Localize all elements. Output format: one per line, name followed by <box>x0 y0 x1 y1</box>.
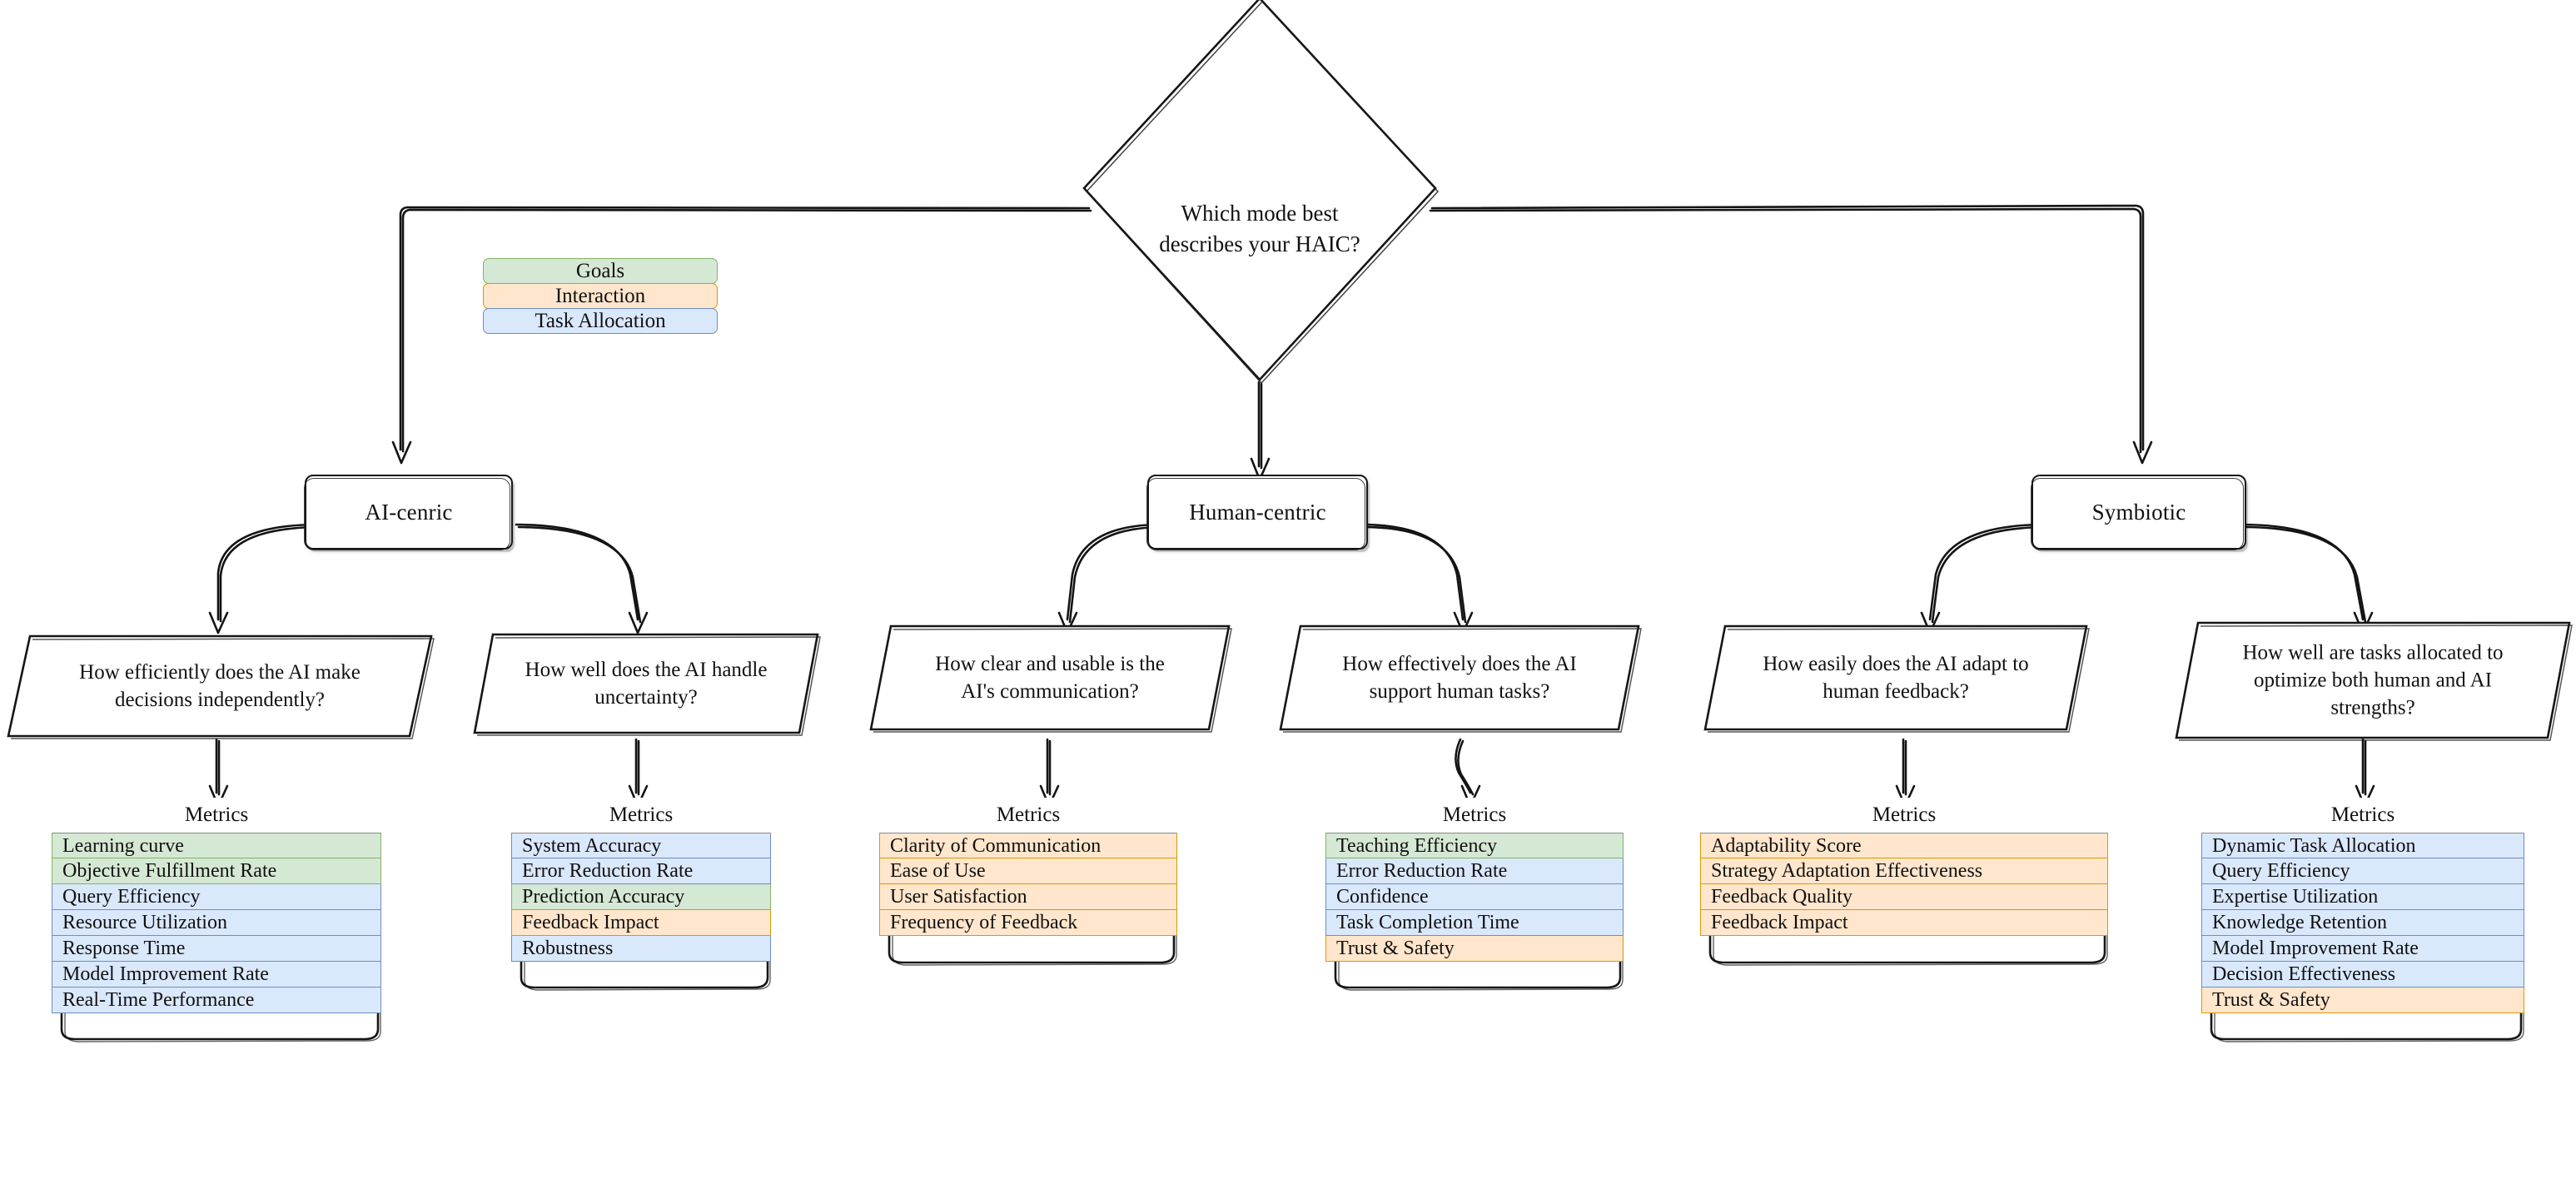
metric-row[interactable]: Query Efficiency <box>2201 858 2524 884</box>
metric-row[interactable]: Decision Effectiveness <box>2201 962 2524 988</box>
metric-row[interactable]: System Accuracy <box>511 833 771 858</box>
metric-row[interactable]: Ease of Use <box>879 858 1177 884</box>
metric-row[interactable]: Trust & Safety <box>1325 936 1624 962</box>
metric-row[interactable]: Knowledge Retention <box>2201 910 2524 936</box>
metric-row[interactable]: Frequency of Feedback <box>879 910 1177 936</box>
mode-node-ai-centric[interactable]: AI-cenric <box>304 475 513 550</box>
metric-row[interactable]: Adaptability Score <box>1700 833 2108 858</box>
metrics-card-1-header: Metrics <box>52 798 381 833</box>
metric-row[interactable]: Real-Time Performance <box>52 988 381 1013</box>
metric-row[interactable]: Dynamic Task Allocation <box>2201 833 2524 858</box>
legend-item-task-allocation: Task Allocation <box>483 308 718 334</box>
metric-row[interactable]: Model Improvement Rate <box>52 962 381 988</box>
category-legend: Goals Interaction Task Allocation <box>483 258 718 334</box>
metrics-card-4-header: Metrics <box>1325 798 1624 833</box>
metrics-card-6-header: Metrics <box>2201 798 2524 833</box>
metric-row[interactable]: Feedback Impact <box>1700 910 2108 936</box>
metric-row[interactable]: Resource Utilization <box>52 910 381 936</box>
metric-row[interactable]: Learning curve <box>52 833 381 858</box>
metric-row[interactable]: Prediction Accuracy <box>511 884 771 910</box>
metric-row[interactable]: Confidence <box>1325 884 1624 910</box>
legend-item-goals: Goals <box>483 258 718 284</box>
metric-row[interactable]: Strategy Adaptation Effectiveness <box>1700 858 2108 884</box>
metric-row[interactable]: Model Improvement Rate <box>2201 936 2524 962</box>
metric-row[interactable]: User Satisfaction <box>879 884 1177 910</box>
metrics-card-3-header: Metrics <box>879 798 1177 833</box>
metrics-card-2-header: Metrics <box>511 798 771 833</box>
metric-row[interactable]: Response Time <box>52 936 381 962</box>
metric-row[interactable]: Trust & Safety <box>2201 988 2524 1013</box>
metric-row[interactable]: Objective Fulfillment Rate <box>52 858 381 884</box>
metric-row[interactable]: Robustness <box>511 936 771 962</box>
metric-row[interactable]: Error Reduction Rate <box>511 858 771 884</box>
mode-node-symbiotic[interactable]: Symbiotic <box>2031 475 2246 550</box>
mode-node-human-centric[interactable]: Human-centric <box>1146 475 1368 550</box>
metric-row[interactable]: Feedback Impact <box>511 910 771 936</box>
metric-row[interactable]: Query Efficiency <box>52 884 381 910</box>
metric-row[interactable]: Task Completion Time <box>1325 910 1624 936</box>
metrics-card-5-header: Metrics <box>1700 798 2108 833</box>
metric-row[interactable]: Feedback Quality <box>1700 884 2108 910</box>
metric-row[interactable]: Expertise Utilization <box>2201 884 2524 910</box>
metric-row[interactable]: Error Reduction Rate <box>1325 858 1624 884</box>
metric-row[interactable]: Teaching Efficiency <box>1325 833 1624 858</box>
legend-item-interaction: Interaction <box>483 283 718 309</box>
metric-row[interactable]: Clarity of Communication <box>879 833 1177 858</box>
